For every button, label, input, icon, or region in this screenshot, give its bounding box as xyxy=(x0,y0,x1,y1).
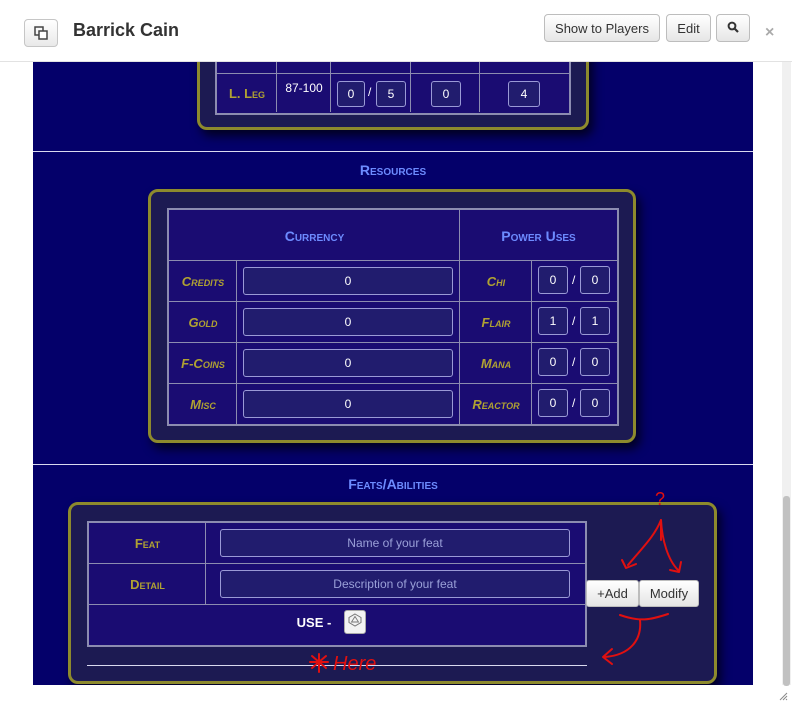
currency-input[interactable]: 0 xyxy=(243,308,453,336)
modify-feat-button[interactable]: Modify xyxy=(639,580,699,607)
power-current-input[interactable]: 0 xyxy=(538,266,568,294)
feats-title: Feats/Abilities xyxy=(348,476,438,492)
hit-location-max-input[interactable]: 5 xyxy=(376,81,406,107)
power-separator: / xyxy=(572,314,576,328)
feats-list-divider xyxy=(87,665,587,666)
hit-location-total-input[interactable]: 4 xyxy=(508,81,540,107)
hit-location-separator: / xyxy=(368,85,372,99)
dice-roll-button[interactable] xyxy=(344,610,366,634)
power-label: Flair xyxy=(481,315,511,330)
show-to-players-button[interactable]: Show to Players xyxy=(544,14,660,42)
resize-handle-icon[interactable] xyxy=(778,688,788,703)
popout-icon xyxy=(34,26,48,40)
scrollbar-thumb[interactable] xyxy=(783,496,790,686)
power-current-input[interactable]: 0 xyxy=(538,389,568,417)
power-label: Reactor xyxy=(472,396,520,412)
power-max-input[interactable]: 0 xyxy=(580,348,610,376)
resources-box: Currency Power Uses Credits 0 Chi 0 / 0 … xyxy=(148,189,636,443)
power-separator: / xyxy=(572,273,576,287)
popout-button[interactable] xyxy=(24,19,58,47)
feat-description-input[interactable]: Description of your feat xyxy=(220,570,570,598)
sheet-content: L. Leg 87-100 0 / 5 0 4 Resources Curren… xyxy=(33,62,753,685)
currency-header: Currency xyxy=(284,227,345,244)
currency-label: Gold xyxy=(188,315,218,330)
close-icon[interactable]: × xyxy=(765,24,775,41)
currency-label: Credits xyxy=(181,274,225,289)
resources-table: Currency Power Uses Credits 0 Chi 0 / 0 … xyxy=(167,208,619,426)
hit-location-armor-input[interactable]: 0 xyxy=(431,81,461,107)
window-title: Barrick Cain xyxy=(73,20,180,40)
feats-table: Feat Name of your feat Detail Descriptio… xyxy=(87,521,587,647)
hit-location-box: L. Leg 87-100 0 / 5 0 4 xyxy=(197,62,589,130)
power-separator: / xyxy=(572,355,576,369)
detail-label: Detail xyxy=(130,577,165,592)
feat-name-input[interactable]: Name of your feat xyxy=(220,529,570,557)
power-separator: / xyxy=(572,396,576,410)
currency-input[interactable]: 0 xyxy=(243,349,453,377)
currency-input[interactable]: 0 xyxy=(243,267,453,295)
edit-button[interactable]: Edit xyxy=(666,14,711,42)
power-label: Chi xyxy=(486,274,506,289)
dice-icon xyxy=(348,612,362,632)
hit-location-current-input[interactable]: 0 xyxy=(337,81,365,107)
hit-location-range: 87-100 xyxy=(285,81,323,95)
search-icon xyxy=(727,21,739,36)
power-max-input[interactable]: 0 xyxy=(580,266,610,294)
power-max-input[interactable]: 0 xyxy=(580,389,610,417)
section-divider xyxy=(33,151,753,152)
feat-label: Feat xyxy=(134,536,161,551)
search-button[interactable] xyxy=(716,14,750,42)
use-label: USE - xyxy=(296,614,332,630)
currency-label: F-Coins xyxy=(181,356,225,371)
currency-label: Misc xyxy=(190,396,216,412)
scrollbar-track[interactable] xyxy=(782,62,791,685)
power-uses-header: Power Uses xyxy=(501,227,576,244)
hit-location-table: L. Leg 87-100 0 / 5 0 4 xyxy=(215,62,571,115)
power-label: Mana xyxy=(480,356,512,371)
add-feat-button[interactable]: +Add xyxy=(586,580,639,607)
power-max-input[interactable]: 1 xyxy=(580,307,610,335)
resources-title: Resources xyxy=(359,162,427,178)
hit-location-label: L. Leg xyxy=(228,85,266,101)
title-bar: Barrick Cain Show to Players Edit × xyxy=(0,0,792,62)
power-current-input[interactable]: 0 xyxy=(538,348,568,376)
currency-input[interactable]: 0 xyxy=(243,390,453,418)
power-current-input[interactable]: 1 xyxy=(538,307,568,335)
section-divider xyxy=(33,464,753,465)
